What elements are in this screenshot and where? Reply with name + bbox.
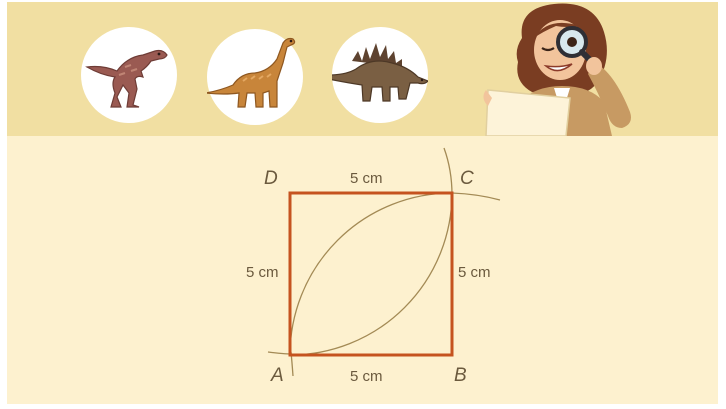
vertex-a-label: A: [270, 365, 284, 386]
side-label-left: 5 cm: [246, 264, 279, 281]
arc-centered-d: [289, 192, 453, 356]
brachiosaurus-icon: [207, 37, 296, 108]
lesson-frame: D C A B 5 cm 5 cm 5 cm 5 cm: [7, 2, 718, 404]
side-label-bottom: 5 cm: [350, 368, 383, 385]
side-label-right: 5 cm: [458, 264, 491, 281]
tyrannosaurus-icon: [85, 49, 168, 108]
square-construction-figure: D C A B 5 cm 5 cm 5 cm 5 cm: [246, 147, 501, 386]
explorer-with-magnifying-glass-icon: [483, 3, 631, 136]
dino-circle-stegosaurus: [332, 27, 428, 123]
arc-centered-b: [289, 192, 453, 356]
square-abcd: [288, 191, 454, 357]
vertex-c-label: C: [460, 168, 474, 189]
dino-circle-brachiosaurus: [207, 29, 303, 125]
vertex-b-label: B: [454, 365, 467, 386]
vertex-d-label: D: [264, 168, 278, 189]
stegosaurus-icon: [332, 43, 428, 102]
side-label-top: 5 cm: [350, 170, 383, 187]
arc-extension-c-up: [443, 147, 453, 196]
dino-circle-trex: [81, 27, 177, 123]
arc-extension-c-right: [451, 192, 501, 201]
arc-extension-a-left: [267, 351, 293, 355]
